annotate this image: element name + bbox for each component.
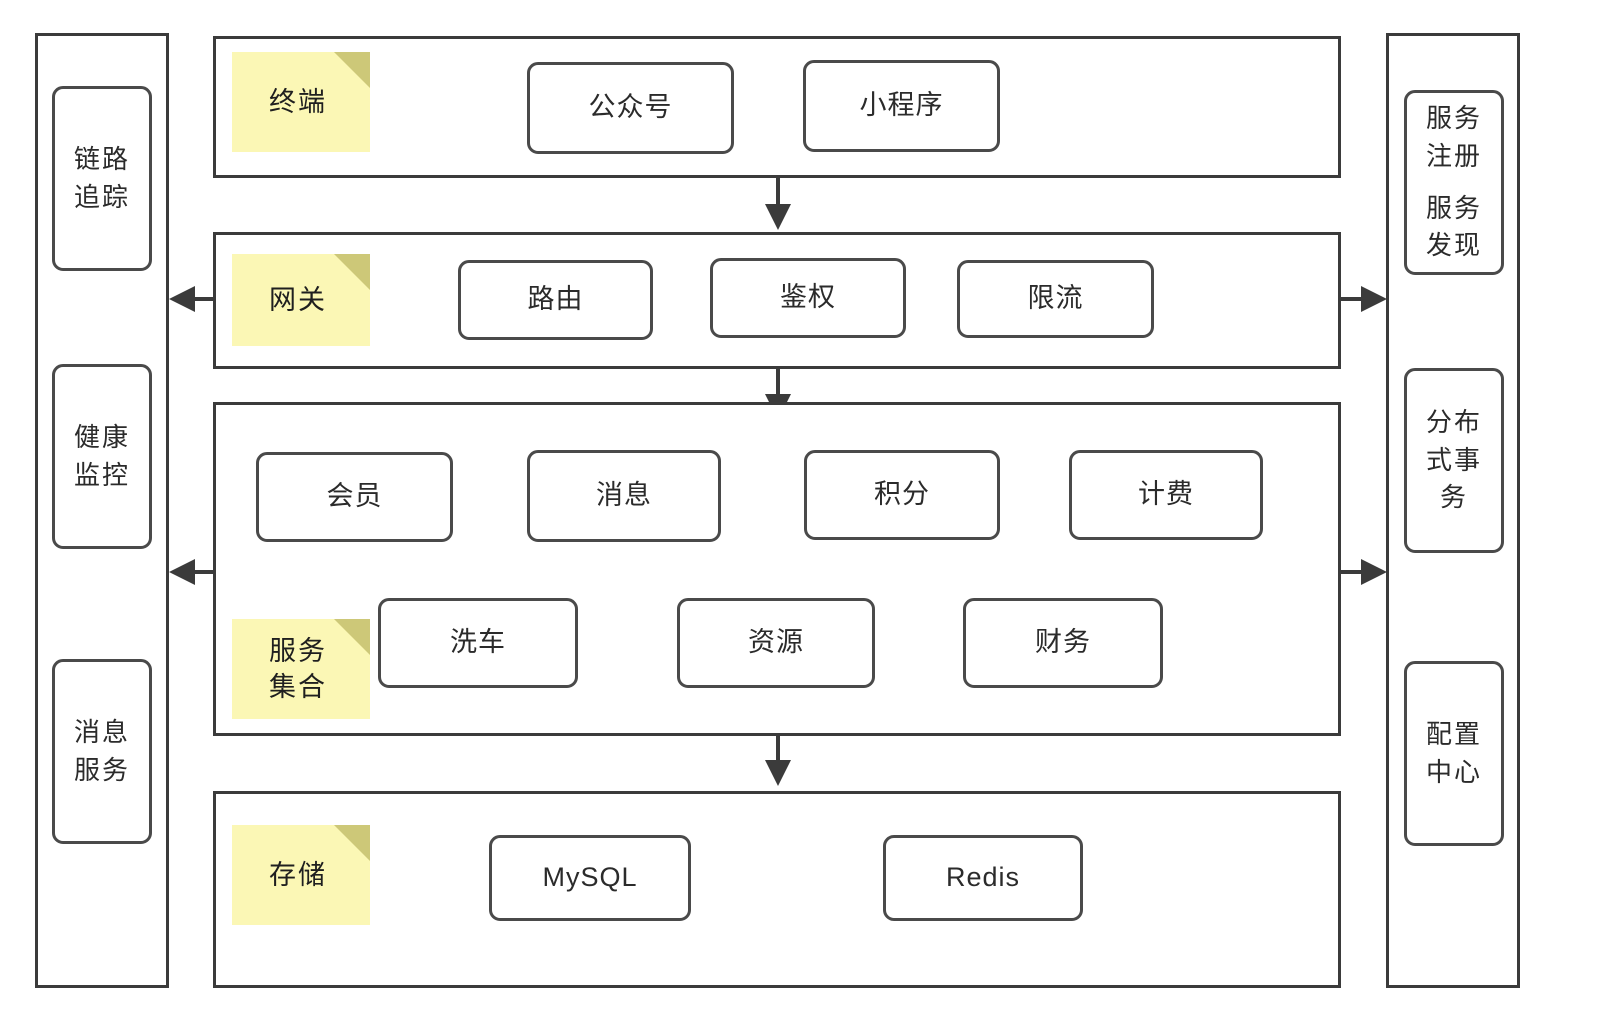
connector-terminal-to-gateway-arrowhead — [765, 204, 791, 230]
note-label: 服务 — [269, 635, 327, 666]
node-mini-program[interactable]: 小程序 — [803, 60, 1000, 152]
sidebar-item-label: 中心 — [1425, 756, 1482, 787]
note-fold-icon — [334, 52, 370, 88]
node-label: 鉴权 — [780, 282, 836, 313]
node-label: 会员 — [326, 481, 383, 512]
sidebar-item-label: 监控 — [73, 459, 130, 490]
node-label: 财务 — [1035, 627, 1091, 658]
connector-services-to-storage-arrowhead — [765, 760, 791, 786]
sidebar-item-message-service[interactable]: 消息 服务 — [52, 659, 152, 844]
node-rate-limit[interactable]: 限流 — [957, 260, 1154, 338]
node-label: 路由 — [527, 284, 584, 315]
node-label: 积分 — [874, 479, 930, 510]
sidebar-item-distributed-transaction[interactable]: 分布 式事 务 — [1404, 368, 1504, 553]
sidebar-item-label: 发现 — [1425, 230, 1482, 261]
layer-terminal-panel — [213, 36, 1341, 178]
sidebar-item-label: 服务 — [73, 754, 130, 785]
sidebar-item-label: 链路 — [73, 143, 130, 174]
connector-gateway-to-left-line — [192, 297, 214, 301]
sidebar-item-label: 注册 — [1425, 140, 1482, 171]
node-route[interactable]: 路由 — [458, 260, 653, 340]
sidebar-item-service-registry-discovery[interactable]: 服务 注册 服务 发现 — [1404, 90, 1504, 275]
sidebar-item-label: 追踪 — [73, 181, 130, 212]
layer-note-storage: 存储 — [232, 825, 370, 925]
note-label: 存储 — [269, 859, 327, 890]
connector-terminal-to-gateway-line — [776, 178, 780, 214]
node-points[interactable]: 积分 — [804, 450, 1000, 540]
node-official-account[interactable]: 公众号 — [527, 62, 734, 154]
node-mysql[interactable]: MySQL — [489, 835, 691, 921]
sidebar-item-label: 务 — [1439, 482, 1468, 513]
sidebar-item-label: 配置 — [1425, 718, 1482, 749]
sidebar-item-config-center[interactable]: 配置 中心 — [1404, 661, 1504, 846]
node-label: 小程序 — [859, 90, 944, 121]
note-label: 集合 — [269, 672, 327, 702]
node-label: 计费 — [1138, 479, 1194, 510]
connector-services-to-right-arrowhead — [1361, 559, 1387, 585]
node-label: MySQL — [542, 862, 638, 893]
node-label: 限流 — [1027, 283, 1084, 314]
node-label: Redis — [945, 862, 1021, 893]
note-label: 网关 — [269, 284, 327, 315]
connector-gateway-to-services-line — [776, 369, 780, 403]
node-auth[interactable]: 鉴权 — [710, 258, 906, 338]
node-member[interactable]: 会员 — [256, 452, 453, 542]
sidebar-item-link-tracing[interactable]: 链路 追踪 — [52, 86, 152, 271]
layer-note-gateway: 网关 — [232, 254, 370, 346]
note-fold-icon — [334, 825, 370, 861]
sidebar-item-label: 服务 — [1425, 192, 1482, 223]
layer-note-service-collection: 服务 集合 — [232, 619, 370, 719]
node-message[interactable]: 消息 — [527, 450, 721, 542]
connector-services-to-left-arrowhead — [169, 559, 195, 585]
layer-storage-panel — [213, 791, 1341, 988]
node-label: 公众号 — [588, 92, 673, 123]
layer-note-terminal: 终端 — [232, 52, 370, 152]
node-finance[interactable]: 财务 — [963, 598, 1163, 688]
connector-gateway-to-right-line — [1341, 297, 1363, 301]
node-redis[interactable]: Redis — [883, 835, 1083, 921]
note-fold-icon — [334, 619, 370, 655]
connector-gateway-to-left-arrowhead — [169, 286, 195, 312]
sidebar-item-label: 式事 — [1425, 444, 1482, 475]
sidebar-item-label: 健康 — [73, 421, 130, 452]
node-label: 洗车 — [450, 627, 506, 658]
note-label: 终端 — [269, 86, 327, 117]
node-label: 资源 — [748, 627, 804, 658]
connector-services-to-left-line — [192, 570, 214, 574]
node-resource[interactable]: 资源 — [677, 598, 875, 688]
node-car-wash[interactable]: 洗车 — [378, 598, 578, 688]
sidebar-item-label: 分布 — [1425, 406, 1482, 437]
sidebar-item-label: 消息 — [73, 716, 130, 747]
node-billing[interactable]: 计费 — [1069, 450, 1263, 540]
sidebar-item-health-monitor[interactable]: 健康 监控 — [52, 364, 152, 549]
connector-services-to-storage-line — [776, 736, 780, 780]
connector-services-to-right-line — [1341, 570, 1363, 574]
note-fold-icon — [334, 254, 370, 290]
node-label: 消息 — [596, 480, 652, 511]
connector-gateway-to-right-arrowhead — [1361, 286, 1387, 312]
sidebar-item-label: 服务 — [1425, 103, 1482, 134]
